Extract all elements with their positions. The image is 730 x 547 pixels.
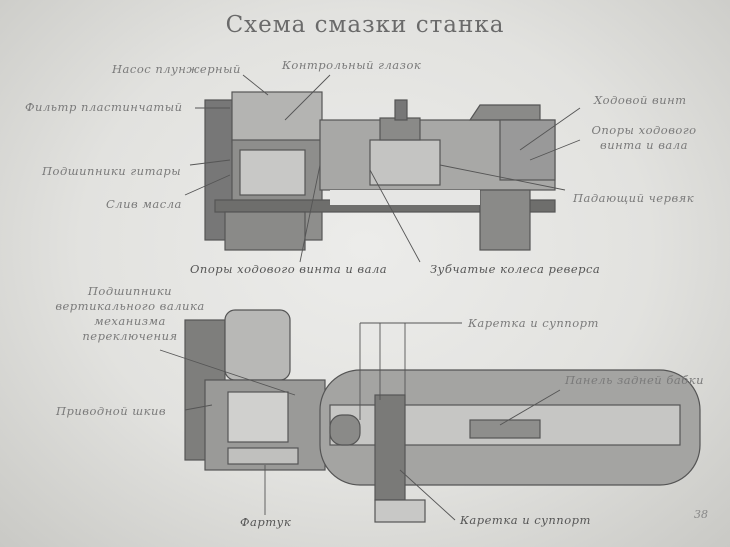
- label-plate-filter: Фильтр пластинчатый: [25, 100, 183, 114]
- label-sight-glass: Контрольный глазок: [282, 58, 422, 72]
- label-oil-drain: Слив масла: [106, 197, 182, 211]
- label-gear-bearings: Подшипники гитары: [42, 164, 182, 178]
- page-number: 38: [694, 508, 708, 521]
- label-supports-bottom: Опоры ходового винта и вала: [190, 262, 388, 276]
- label-reverse-gears: Зубчатые колеса реверса: [430, 262, 601, 276]
- label-carriage-bottom: Каретка и суппорт: [460, 513, 591, 527]
- leader-lines: [159, 74, 581, 521]
- label-carriage-top: Каретка и суппорт: [468, 316, 599, 330]
- label-supports-right: Опоры ходового винта и вала: [591, 123, 697, 152]
- top-lathe: [204, 91, 556, 251]
- label-apron: Фартук: [240, 515, 292, 529]
- bottom-lathe: [184, 309, 701, 523]
- label-lead-screw: Ходовой винт: [594, 93, 687, 107]
- label-vertical-shaft-bearings: Подшипники вертикального валика механизм…: [55, 284, 205, 343]
- label-drive-pulley: Приводной шкив: [56, 404, 167, 418]
- diagram-title: Схема смазки станка: [225, 12, 505, 38]
- label-tailstock-panel: Панель задней бабки: [565, 373, 705, 387]
- label-plunger-pump: Насос плунжерный: [112, 62, 241, 76]
- label-drop-worm: Падающий червяк: [573, 191, 695, 205]
